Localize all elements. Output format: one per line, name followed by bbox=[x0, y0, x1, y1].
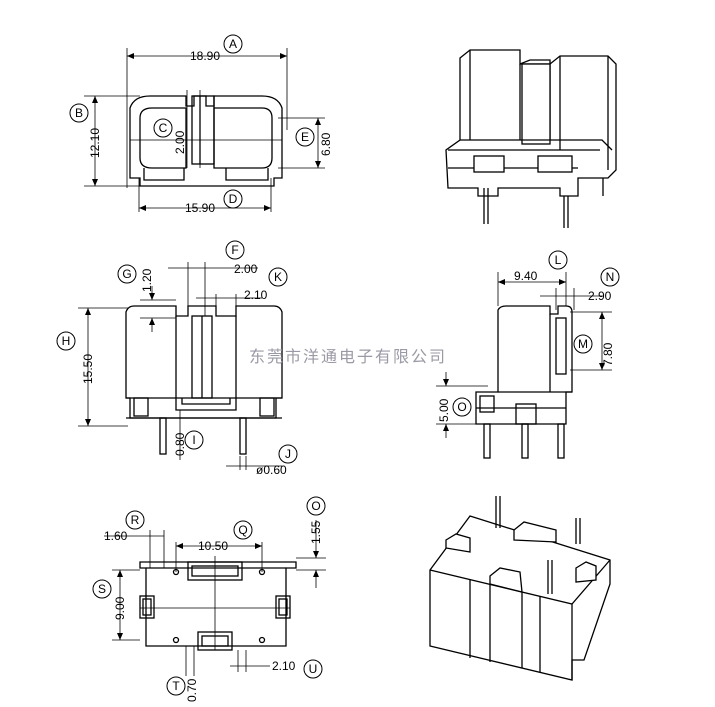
company-watermark: 东莞市洋通电子有限公司 bbox=[249, 347, 447, 366]
svg-text:K: K bbox=[274, 270, 282, 284]
front-view bbox=[78, 262, 283, 470]
dim-T-value: 0.70 bbox=[185, 678, 199, 702]
svg-text:F: F bbox=[231, 243, 238, 257]
bubble-D: D bbox=[223, 189, 243, 209]
dim-S-value: 9.00 bbox=[113, 596, 127, 620]
bubble-K: K bbox=[268, 267, 288, 287]
svg-text:O: O bbox=[311, 499, 320, 513]
isometric-bottom-view bbox=[429, 496, 611, 681]
dim-M-value: 7.80 bbox=[601, 342, 615, 366]
bubble-R: R bbox=[125, 510, 145, 530]
svg-text:N: N bbox=[606, 270, 615, 284]
dim-F-value: 2.00 bbox=[234, 262, 258, 276]
svg-text:E: E bbox=[301, 130, 309, 144]
bubble-M: M bbox=[573, 334, 593, 354]
top-view bbox=[84, 48, 325, 212]
bubble-C: C bbox=[153, 118, 173, 138]
svg-text:O: O bbox=[457, 400, 466, 414]
bubble-L: L bbox=[548, 250, 568, 270]
dim-E-value: 6.80 bbox=[319, 132, 333, 156]
svg-text:I: I bbox=[192, 433, 195, 447]
bubble-J: J bbox=[278, 444, 298, 464]
svg-text:A: A bbox=[229, 37, 237, 51]
dim-Q-value: 10.50 bbox=[198, 539, 228, 553]
dim-B-value: 12.10 bbox=[88, 128, 102, 158]
svg-text:B: B bbox=[75, 106, 83, 120]
bubble-O-bottom: O bbox=[306, 496, 326, 516]
bubble-T: T bbox=[166, 676, 186, 696]
svg-text:T: T bbox=[172, 679, 180, 693]
bubble-E: E bbox=[295, 127, 315, 147]
svg-text:R: R bbox=[131, 513, 140, 527]
side-view bbox=[436, 272, 612, 459]
dim-I-value: 0.80 bbox=[173, 432, 187, 456]
dim-G-value: 1.20 bbox=[140, 268, 154, 292]
dim-R-value: 1.60 bbox=[104, 529, 128, 543]
dim-H-value: 15.50 bbox=[81, 354, 95, 384]
bubble-F: F bbox=[225, 240, 245, 260]
bubble-N: N bbox=[600, 267, 620, 287]
svg-text:H: H bbox=[62, 334, 71, 348]
bubble-U: U bbox=[303, 659, 323, 679]
dim-K-value: 2.10 bbox=[244, 288, 268, 302]
bubble-G: G bbox=[117, 264, 137, 284]
dim-O-bottom-value: 1.55 bbox=[309, 520, 323, 544]
bubble-H: H bbox=[56, 331, 76, 351]
bubble-A: A bbox=[223, 34, 243, 54]
svg-text:C: C bbox=[159, 121, 168, 135]
dim-C-value: 2.00 bbox=[173, 130, 187, 154]
dim-D-value: 15.90 bbox=[185, 201, 215, 215]
bubble-Q: Q bbox=[233, 520, 253, 540]
svg-text:U: U bbox=[309, 662, 318, 676]
dim-A-value: 18.90 bbox=[190, 49, 220, 63]
bubble-I: I bbox=[184, 430, 204, 450]
svg-text:D: D bbox=[229, 192, 238, 206]
svg-text:M: M bbox=[578, 337, 588, 351]
bottom-view bbox=[104, 520, 326, 676]
bubble-O-right: O bbox=[452, 397, 472, 417]
svg-text:J: J bbox=[285, 447, 291, 461]
svg-text:G: G bbox=[122, 267, 131, 281]
bubble-B: B bbox=[69, 103, 89, 123]
svg-text:S: S bbox=[98, 582, 106, 596]
dim-J-value: ø0.60 bbox=[256, 463, 287, 477]
bubble-S: S bbox=[92, 579, 112, 599]
dim-U-value: 2.10 bbox=[272, 659, 296, 673]
svg-text:Q: Q bbox=[238, 523, 247, 537]
svg-text:L: L bbox=[555, 253, 562, 267]
isometric-top-view bbox=[445, 49, 617, 228]
dim-N-value: 2.90 bbox=[588, 289, 612, 303]
dim-O-right-value: 5.00 bbox=[437, 398, 451, 422]
dim-L-value: 9.40 bbox=[514, 269, 538, 283]
